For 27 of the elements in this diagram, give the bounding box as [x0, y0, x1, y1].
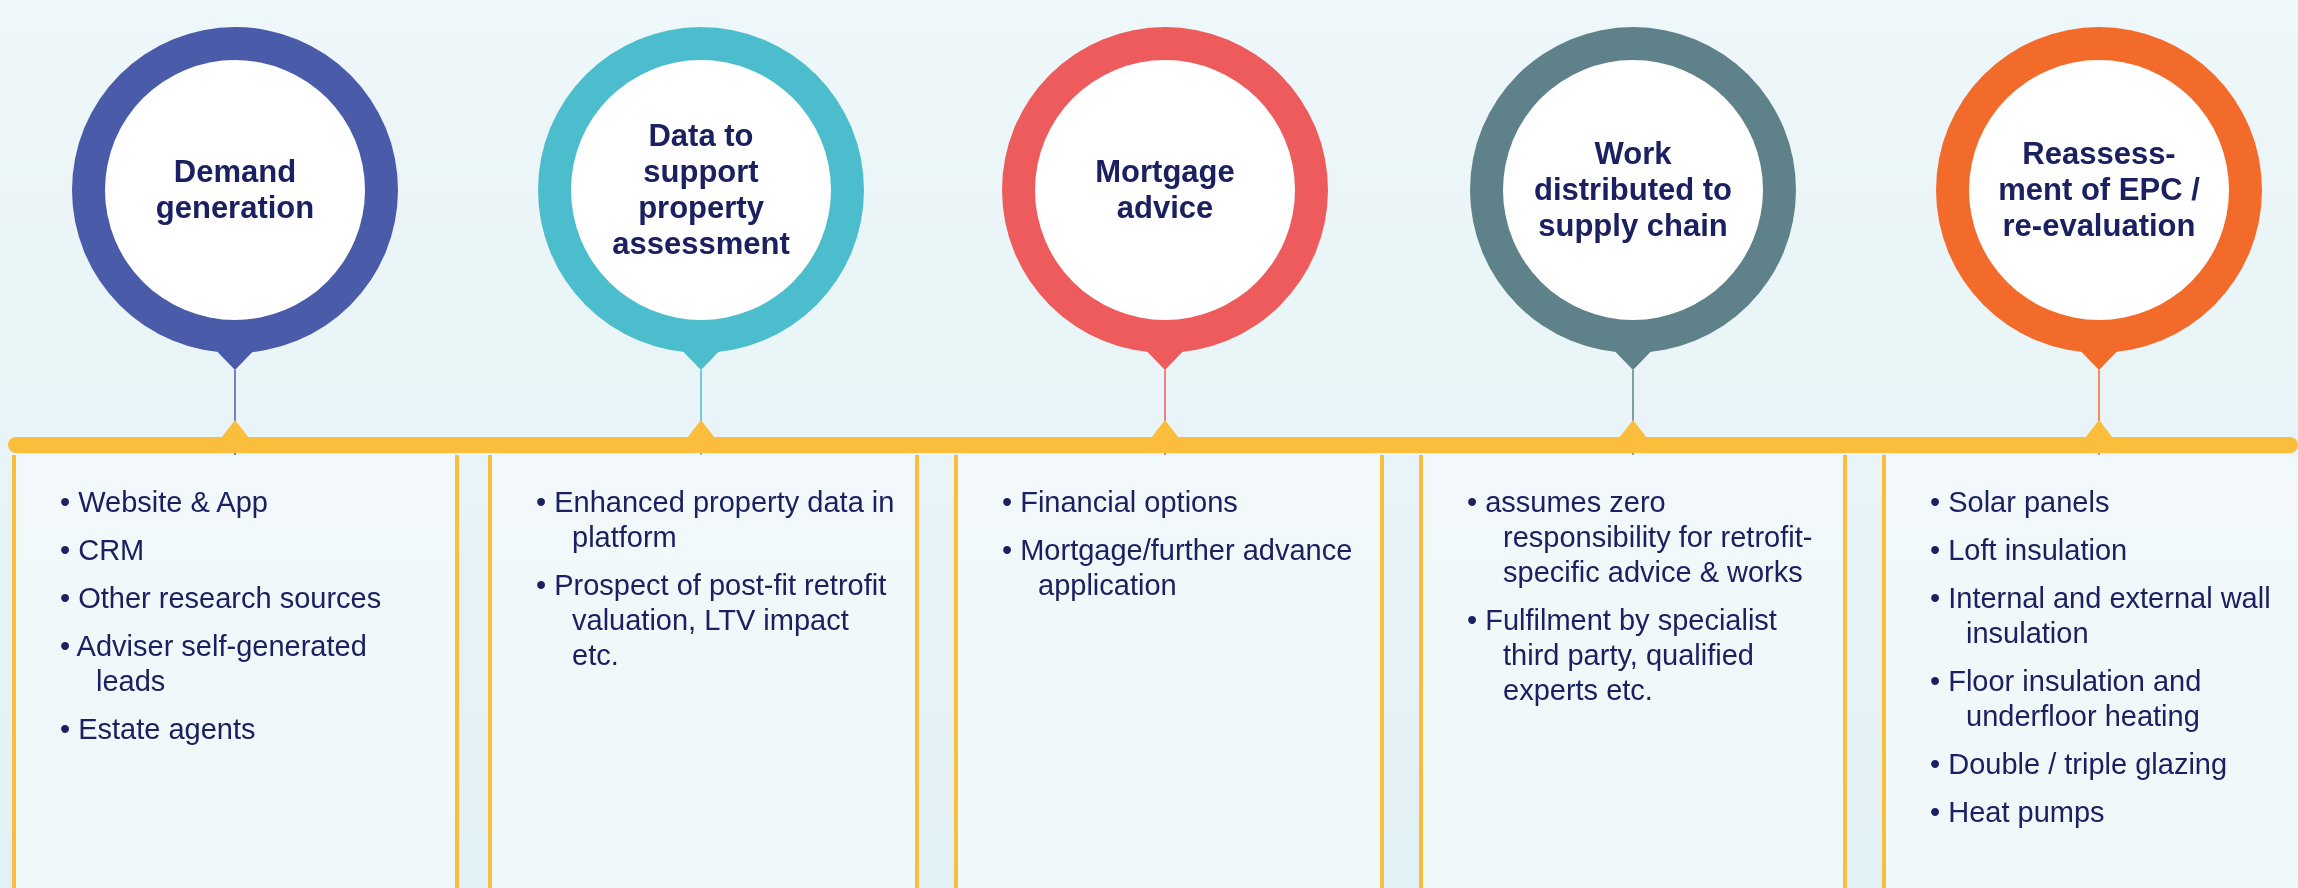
bullet-item: • assumes zero responsibility for retrofit-specific advice & works — [1467, 485, 1814, 590]
pin-label: Demand generation — [154, 154, 316, 226]
pin-label: Work distributed to supply chain — [1532, 136, 1733, 244]
content-panel — [1419, 455, 1847, 888]
bullet-item: • Prospect of post-fit retrofit valuation, LTV impact etc. — [536, 568, 888, 673]
bullet-item: • Double / triple glazing — [1930, 747, 2229, 782]
bullet-item: • Financial options — [1002, 485, 1239, 520]
bullet-item: • Enhanced property data in platform — [536, 485, 895, 555]
bullet-item: • Mortgage/further advance application — [1002, 533, 1354, 603]
bullet-item: • Internal and external wall insulation — [1930, 581, 2272, 651]
pin-label: Reassess-ment of EPC / re-evaluation — [1997, 136, 2201, 244]
content-panel — [1882, 455, 2298, 888]
bullet-item: • Floor insulation and underfloor heating — [1930, 664, 2203, 734]
bullet-item: • Heat pumps — [1930, 795, 2106, 830]
pin-label: Data to support property assessment — [611, 118, 791, 262]
content-panel — [488, 455, 919, 888]
bullet-item: • Website & App — [60, 485, 269, 520]
bullet-item: • Estate agents — [60, 712, 257, 747]
pin-label: Mortgage advice — [1094, 154, 1236, 226]
content-panel — [12, 455, 459, 888]
bullet-item: • Loft insulation — [1930, 533, 2129, 568]
bullet-item: • Other research sources — [60, 581, 383, 616]
bullet-item: • CRM — [60, 533, 146, 568]
bullet-item: • Solar panels — [1930, 485, 2111, 520]
content-panel — [954, 455, 1384, 888]
bullet-item: • Adviser self-generated leads — [60, 629, 368, 699]
bullet-item: • Fulfilment by specialist third party, qualified experts etc. — [1467, 603, 1778, 708]
